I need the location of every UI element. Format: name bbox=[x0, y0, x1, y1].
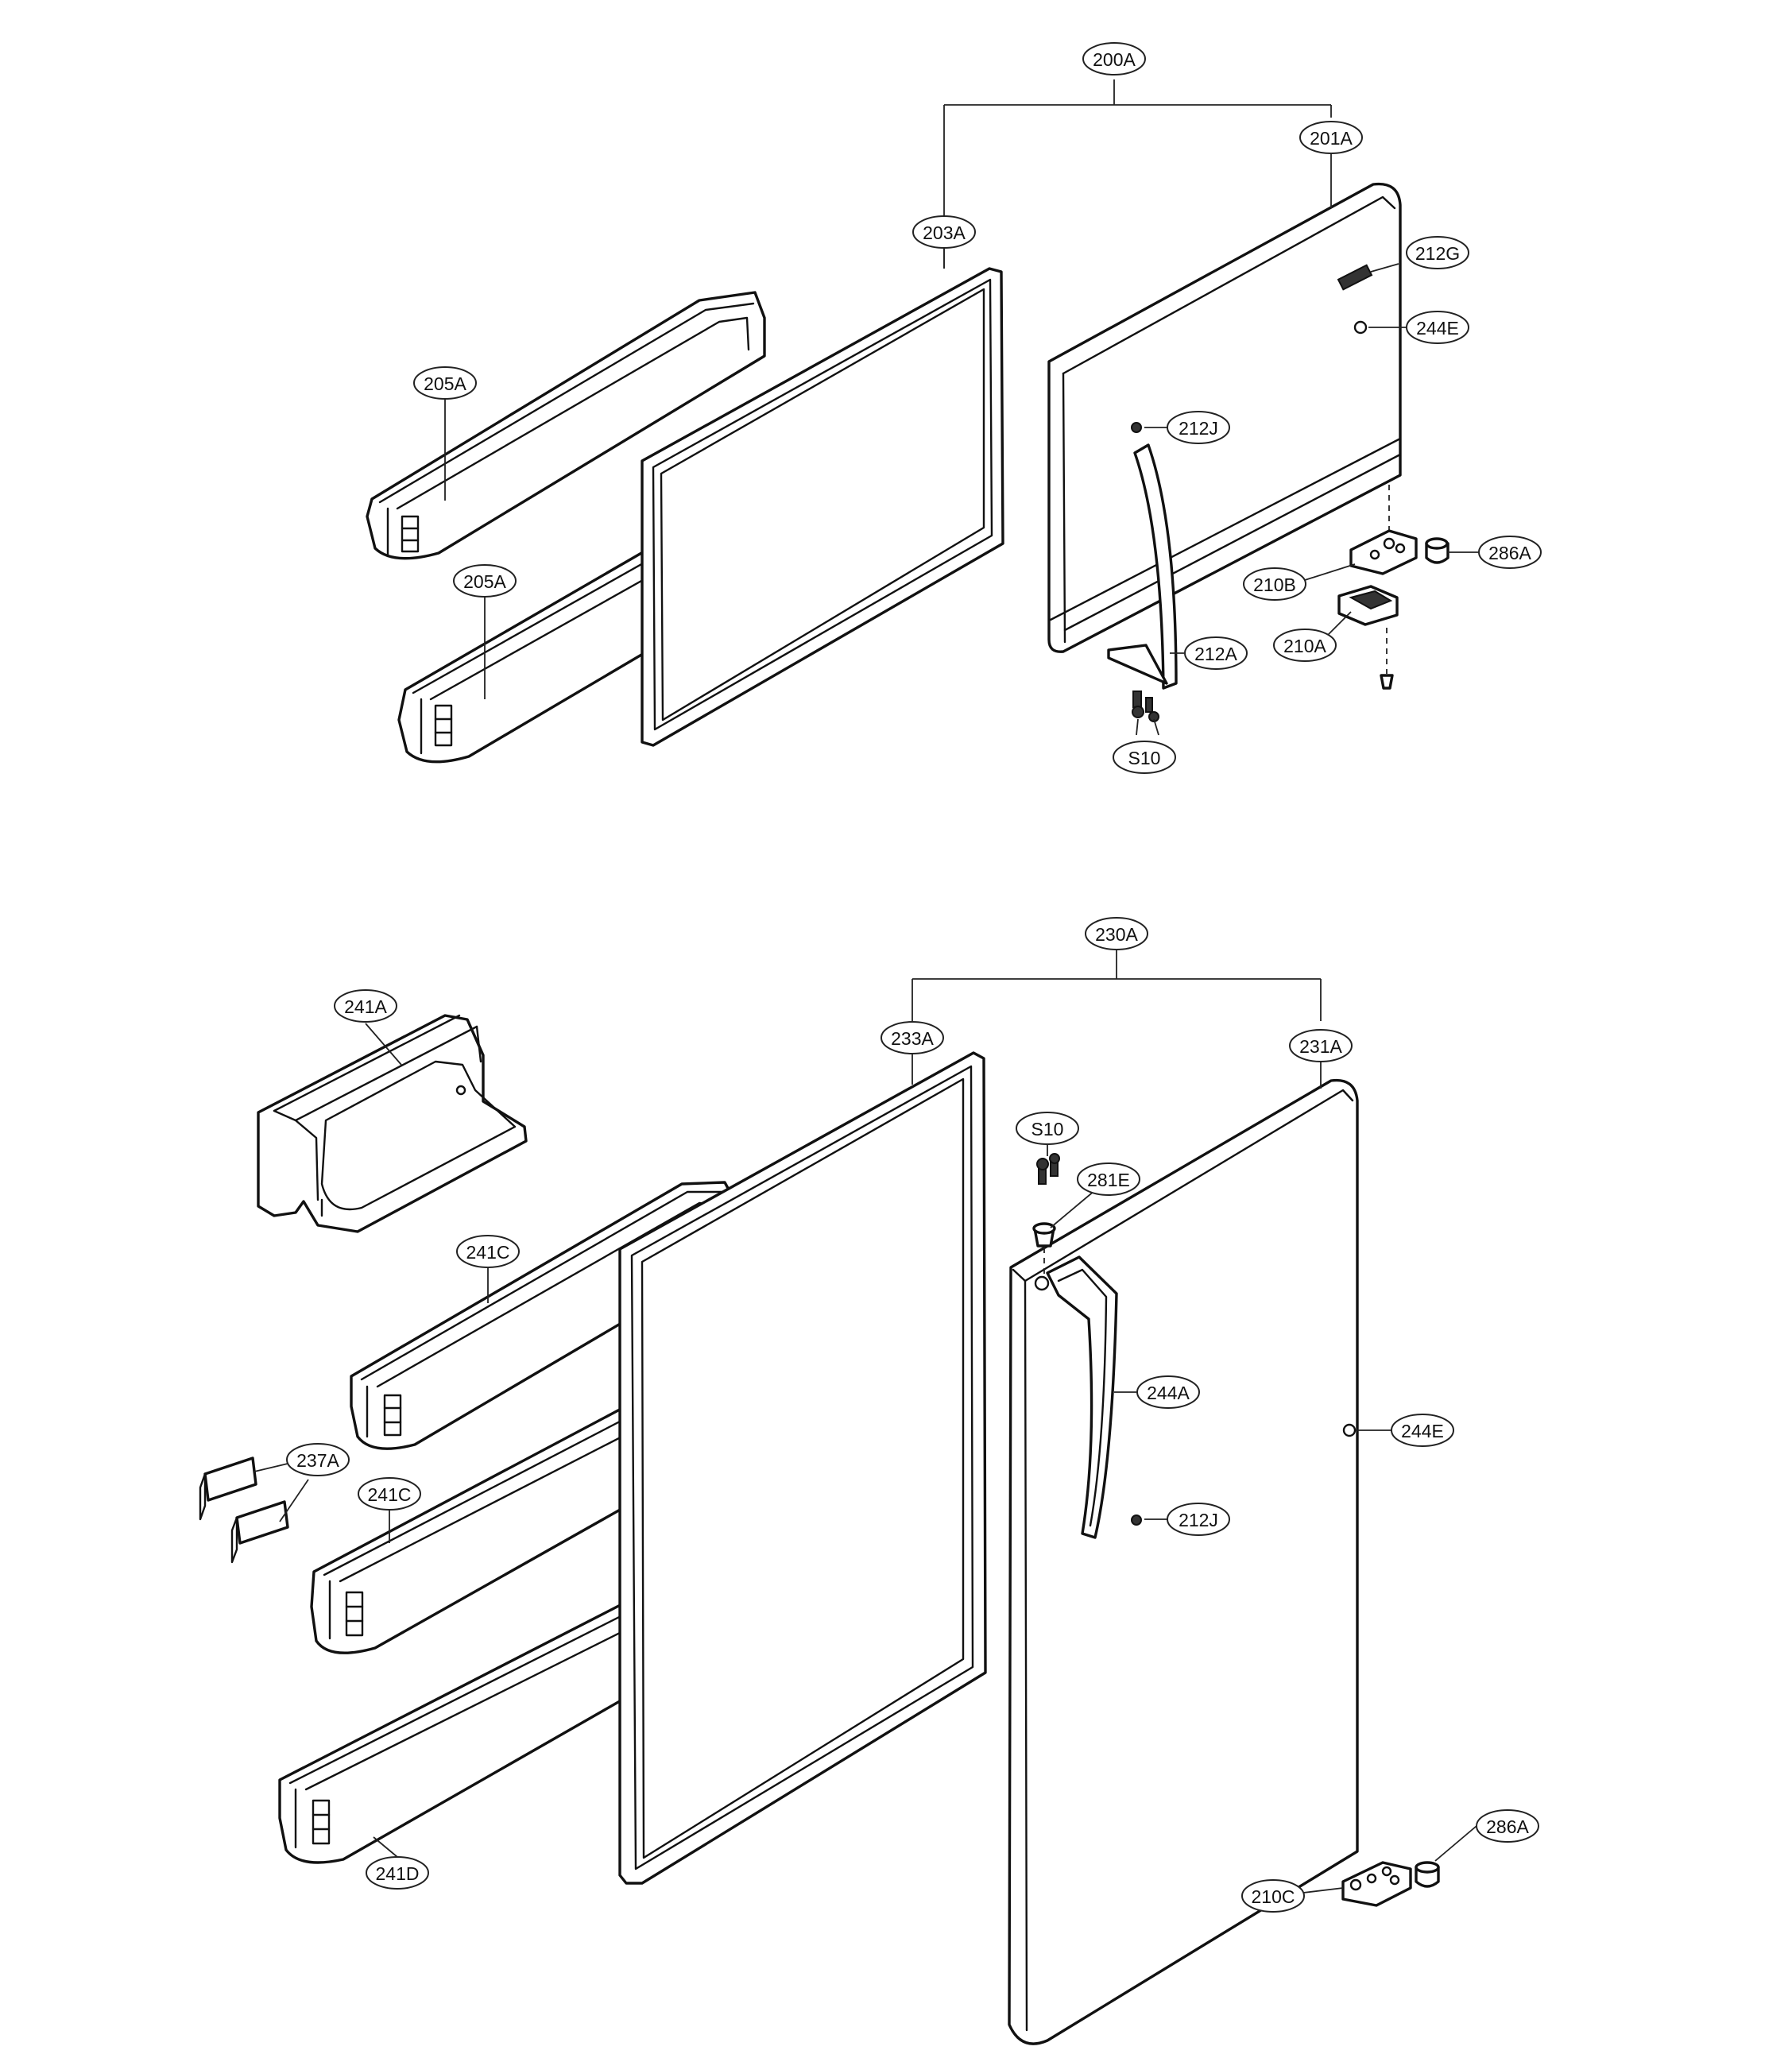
callout-212J-top: 212J bbox=[1167, 411, 1230, 444]
refrigerator-door-231A bbox=[1008, 1078, 1359, 2045]
screws-S10-bottom bbox=[1036, 1153, 1060, 1185]
hole-plug-244E-top bbox=[1353, 320, 1368, 335]
callout-212A: 212A bbox=[1184, 636, 1248, 670]
svg-text:210B: 210B bbox=[1253, 574, 1296, 595]
svg-text:201A: 201A bbox=[1310, 128, 1353, 149]
svg-text:212J: 212J bbox=[1179, 1510, 1218, 1530]
callout-201A: 201A bbox=[1299, 121, 1363, 154]
svg-text:233A: 233A bbox=[891, 1028, 934, 1049]
svg-text:286A: 286A bbox=[1488, 543, 1531, 563]
callout-233A: 233A bbox=[881, 1021, 944, 1054]
callout-205A-lower: 205A bbox=[453, 564, 517, 598]
door-gasket-233A bbox=[618, 1051, 987, 1885]
svg-text:S10: S10 bbox=[1128, 748, 1161, 768]
svg-text:241A: 241A bbox=[344, 996, 387, 1017]
clips-237A bbox=[199, 1456, 289, 1564]
svg-text:241C: 241C bbox=[368, 1484, 412, 1505]
svg-text:205A: 205A bbox=[424, 373, 466, 394]
callout-210B: 210B bbox=[1243, 567, 1306, 601]
freezer-door-201A bbox=[1047, 182, 1402, 653]
svg-text:212G: 212G bbox=[1415, 243, 1460, 264]
callout-212G: 212G bbox=[1406, 236, 1469, 269]
leader-lines-top bbox=[444, 145, 1480, 736]
door-handle-244A bbox=[1046, 1255, 1118, 1539]
assembly-bracket-230A bbox=[911, 950, 1322, 1021]
hinge-pin-281E bbox=[1032, 1222, 1056, 1275]
callout-212J-bottom: 212J bbox=[1167, 1503, 1230, 1536]
callout-241A: 241A bbox=[334, 989, 397, 1023]
hinge-210A bbox=[1337, 585, 1399, 626]
callout-244E-bottom: 244E bbox=[1391, 1414, 1454, 1447]
hinge-cap-286A-bottom bbox=[1415, 1861, 1440, 1888]
svg-text:286A: 286A bbox=[1486, 1816, 1529, 1837]
callout-241C-upper: 241C bbox=[456, 1235, 520, 1268]
svg-text:231A: 231A bbox=[1299, 1036, 1342, 1057]
hinge-screw-top bbox=[1380, 628, 1394, 690]
svg-text:212A: 212A bbox=[1194, 644, 1237, 664]
hinge-210C bbox=[1341, 1861, 1412, 1907]
callout-210C: 210C bbox=[1241, 1879, 1305, 1913]
callout-241D: 241D bbox=[366, 1856, 429, 1890]
svg-text:241C: 241C bbox=[466, 1242, 510, 1263]
door-bin-205A-upper bbox=[366, 291, 766, 560]
callout-230A: 230A bbox=[1085, 917, 1148, 950]
svg-text:244E: 244E bbox=[1416, 318, 1459, 338]
screw-212J-top bbox=[1131, 422, 1142, 433]
callout-281E: 281E bbox=[1077, 1162, 1140, 1196]
callout-237A: 237A bbox=[286, 1443, 350, 1476]
svg-text:210A: 210A bbox=[1283, 636, 1326, 656]
dairy-bin-241A bbox=[257, 1014, 528, 1233]
door-gasket-203A bbox=[641, 267, 1004, 747]
screws-S10-top bbox=[1132, 691, 1159, 722]
callout-205A-upper: 205A bbox=[413, 366, 477, 400]
svg-text:200A: 200A bbox=[1093, 49, 1136, 70]
hinge-210B bbox=[1349, 529, 1418, 575]
hinge-cap-286A-top bbox=[1425, 537, 1449, 564]
callout-200A: 200A bbox=[1082, 42, 1146, 75]
callout-210A: 210A bbox=[1273, 629, 1337, 662]
callout-231A: 231A bbox=[1289, 1029, 1353, 1062]
callout-244A: 244A bbox=[1136, 1375, 1200, 1409]
svg-text:244A: 244A bbox=[1147, 1383, 1190, 1403]
callout-286A-bottom: 286A bbox=[1476, 1809, 1539, 1843]
svg-text:237A: 237A bbox=[296, 1450, 339, 1471]
leader-lines-bottom bbox=[254, 1023, 1477, 1894]
pin-hole-bottom bbox=[1034, 1275, 1050, 1291]
door-handle-212A bbox=[1107, 443, 1178, 690]
svg-text:230A: 230A bbox=[1095, 924, 1138, 945]
callout-S10-top: S10 bbox=[1113, 741, 1176, 774]
svg-text:212J: 212J bbox=[1179, 418, 1218, 439]
callout-S10-bottom: S10 bbox=[1016, 1112, 1079, 1145]
svg-text:281E: 281E bbox=[1087, 1170, 1130, 1190]
callout-203A: 203A bbox=[912, 215, 976, 249]
svg-text:S10: S10 bbox=[1031, 1119, 1064, 1139]
screw-212J-bottom bbox=[1131, 1514, 1142, 1526]
callout-286A-top: 286A bbox=[1478, 536, 1542, 569]
hole-plug-244E-bottom bbox=[1342, 1423, 1357, 1437]
svg-text:244E: 244E bbox=[1401, 1421, 1444, 1441]
svg-text:241D: 241D bbox=[376, 1863, 420, 1884]
svg-text:210C: 210C bbox=[1252, 1886, 1295, 1907]
callout-241C-lower: 241C bbox=[358, 1477, 421, 1511]
logo-badge-212G bbox=[1337, 264, 1373, 291]
callout-244E-top: 244E bbox=[1406, 311, 1469, 344]
svg-text:203A: 203A bbox=[923, 222, 966, 243]
svg-text:205A: 205A bbox=[463, 571, 506, 592]
